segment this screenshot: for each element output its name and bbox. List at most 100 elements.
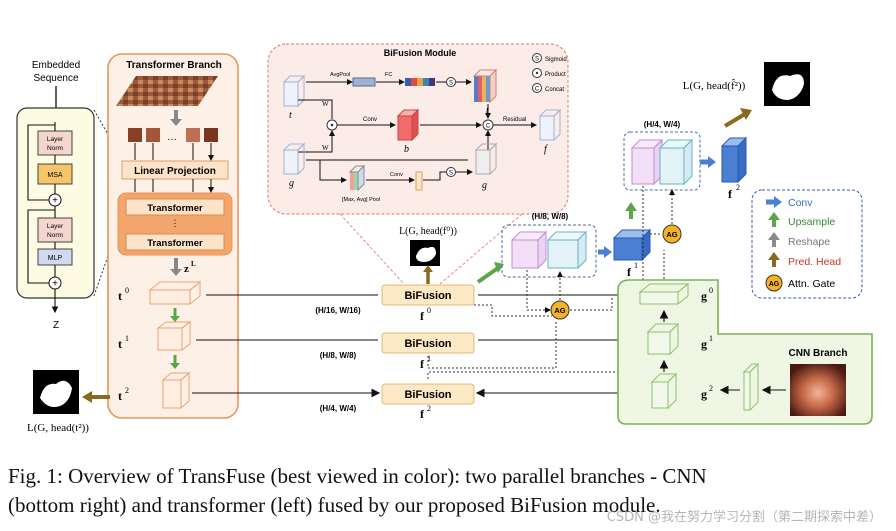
patch-1 xyxy=(128,128,142,142)
upsample-stage-2: (H/4, W/4) f 2 AG L(G, head(f̂²)) xyxy=(623,62,810,290)
pred-head-t2: L(G, head(t²)) xyxy=(27,370,110,434)
bifusion-module-detail: BiFusion Module S Sigmoid Product C Conc… xyxy=(267,43,569,285)
svg-text:2: 2 xyxy=(427,404,431,413)
ag-2 xyxy=(662,224,682,244)
svg-text:Residual: Residual xyxy=(503,117,526,123)
svg-text:1: 1 xyxy=(125,334,129,343)
patch-3 xyxy=(186,128,200,142)
svg-text:AG: AG xyxy=(554,306,565,315)
svg-text:Conv: Conv xyxy=(390,172,403,178)
svg-text:MLP: MLP xyxy=(48,255,63,262)
svg-text:Layer: Layer xyxy=(47,136,64,143)
legend-ag-symbol: AG xyxy=(769,281,780,288)
layer-norm-1-box xyxy=(37,130,73,156)
loss-f0: L(G, head(f⁰)) xyxy=(399,226,457,237)
svg-text:0: 0 xyxy=(709,286,713,295)
legend-pred-head: Pred. Head xyxy=(788,256,841,268)
t2-label: t xyxy=(118,389,122,403)
res-h4: (H/4, W/4) xyxy=(320,404,357,413)
figure-caption: Fig. 1: Overview of TransFuse (best view… xyxy=(8,462,888,520)
svg-text:W: W xyxy=(322,100,329,108)
svg-text:BiFusion: BiFusion xyxy=(404,389,451,401)
bifusion-module-title: BiFusion Module xyxy=(384,48,457,58)
endoscopy-image xyxy=(790,364,846,416)
svg-text:S: S xyxy=(535,57,539,63)
svg-text:W: W xyxy=(322,144,329,152)
transformer-branch-title: Transformer Branch xyxy=(126,60,222,71)
caption-line-2: (bottom right) and transformer (left) fu… xyxy=(8,493,661,517)
architecture-diagram: Embedded Sequence Layer Norm MSA + Layer… xyxy=(16,43,873,434)
svg-text:Conv: Conv xyxy=(363,117,377,123)
svg-text:1: 1 xyxy=(709,334,713,343)
loss-t2: L(G, head(t²)) xyxy=(27,422,89,434)
ag-1 xyxy=(550,300,570,320)
g-i-label: g xyxy=(289,178,294,189)
svg-text:BiFusion: BiFusion xyxy=(404,290,451,302)
svg-text:+: + xyxy=(52,279,58,290)
svg-text:Linear Projection: Linear Projection xyxy=(134,166,216,177)
t-i-label: t xyxy=(289,110,292,121)
res-h16: (H/16, W/16) xyxy=(315,306,361,315)
svg-text:2: 2 xyxy=(709,384,713,393)
cnn-branch-title: CNN Branch xyxy=(789,348,848,359)
bifusion-block-1 xyxy=(381,332,475,354)
encoder-input-label-1: Embedded xyxy=(32,60,80,71)
legend-upsample: Upsample xyxy=(788,216,835,228)
svg-text:Layer: Layer xyxy=(47,223,64,230)
caption-line-1: Fig. 1: Overview of TransFuse (best view… xyxy=(8,464,707,488)
svg-text:2: 2 xyxy=(736,183,740,192)
upsample-stage-1: (H/8, W/8) f 1 AG xyxy=(501,202,652,320)
transformer-branch: Transformer Branch … Linear Projection T… xyxy=(107,53,239,419)
legend-concat: Concat xyxy=(545,87,564,93)
svg-text:BiFusion: BiFusion xyxy=(404,338,451,350)
g0-label: g xyxy=(701,289,707,303)
f0-label: f xyxy=(420,309,425,323)
svg-text:…: … xyxy=(167,132,177,143)
image-patches xyxy=(116,76,218,106)
svg-text:2: 2 xyxy=(125,386,129,395)
svg-text:AvgPool: AvgPool xyxy=(330,72,350,78)
legend-reshape: Reshape xyxy=(788,236,830,248)
legend-sigmoid: Sigmoid xyxy=(545,57,567,63)
svg-text:C: C xyxy=(486,124,491,130)
b-i-label: b xyxy=(404,144,409,155)
svg-text:+: + xyxy=(52,196,58,207)
svg-text:FC: FC xyxy=(385,72,392,78)
legend: Conv Upsample Reshape Pred. Head AG Attn… xyxy=(751,189,863,299)
fusion-column: L(G, head(f⁰)) BiFusion f 0 BiFusion f 1… xyxy=(192,226,665,421)
patch-4 xyxy=(204,128,218,142)
svg-text:MSA: MSA xyxy=(47,172,63,179)
svg-text:1: 1 xyxy=(427,354,431,363)
res-up-h8: (H/8, W/8) xyxy=(532,212,569,221)
fhat1-label: f xyxy=(627,265,632,279)
f1-label: f xyxy=(420,357,425,371)
encoder-block: Embedded Sequence Layer Norm MSA + Layer… xyxy=(16,60,118,331)
svg-text:L: L xyxy=(191,260,196,268)
ghat-i-label: g xyxy=(482,180,487,191)
res-h8: (H/8, W/8) xyxy=(320,351,357,360)
svg-text:1: 1 xyxy=(634,261,638,270)
svg-text:C: C xyxy=(535,87,540,93)
cnn-branch: CNN Branch g 2 g 1 g 0 xyxy=(617,279,873,425)
svg-text:0: 0 xyxy=(427,306,431,315)
svg-text:AG: AG xyxy=(666,230,677,239)
transformer-layer-2 xyxy=(125,233,225,251)
legend-attn-gate: Attn. Gate xyxy=(788,278,835,290)
svg-text:Norm: Norm xyxy=(47,232,63,239)
legend-conv: Conv xyxy=(788,197,813,209)
patch-2 xyxy=(146,128,160,142)
res-up-h4: (H/4, W/4) xyxy=(644,120,681,129)
fhat2-label: f xyxy=(728,187,733,201)
encoder-output-z: Z xyxy=(53,320,59,331)
t1-label: t xyxy=(118,337,122,351)
watermark: CSDN @我在努力学习分割（第二期探索中差） xyxy=(606,510,882,525)
f-i-label: f xyxy=(544,144,548,155)
svg-text:Transformer: Transformer xyxy=(147,203,203,214)
zl-label: z xyxy=(184,263,189,275)
svg-text:0: 0 xyxy=(125,286,129,295)
g2-label: g xyxy=(701,387,707,401)
svg-text:[Max, Avg] Pool: [Max, Avg] Pool xyxy=(342,197,380,203)
svg-text:S: S xyxy=(449,81,453,87)
svg-text:S: S xyxy=(449,171,453,177)
